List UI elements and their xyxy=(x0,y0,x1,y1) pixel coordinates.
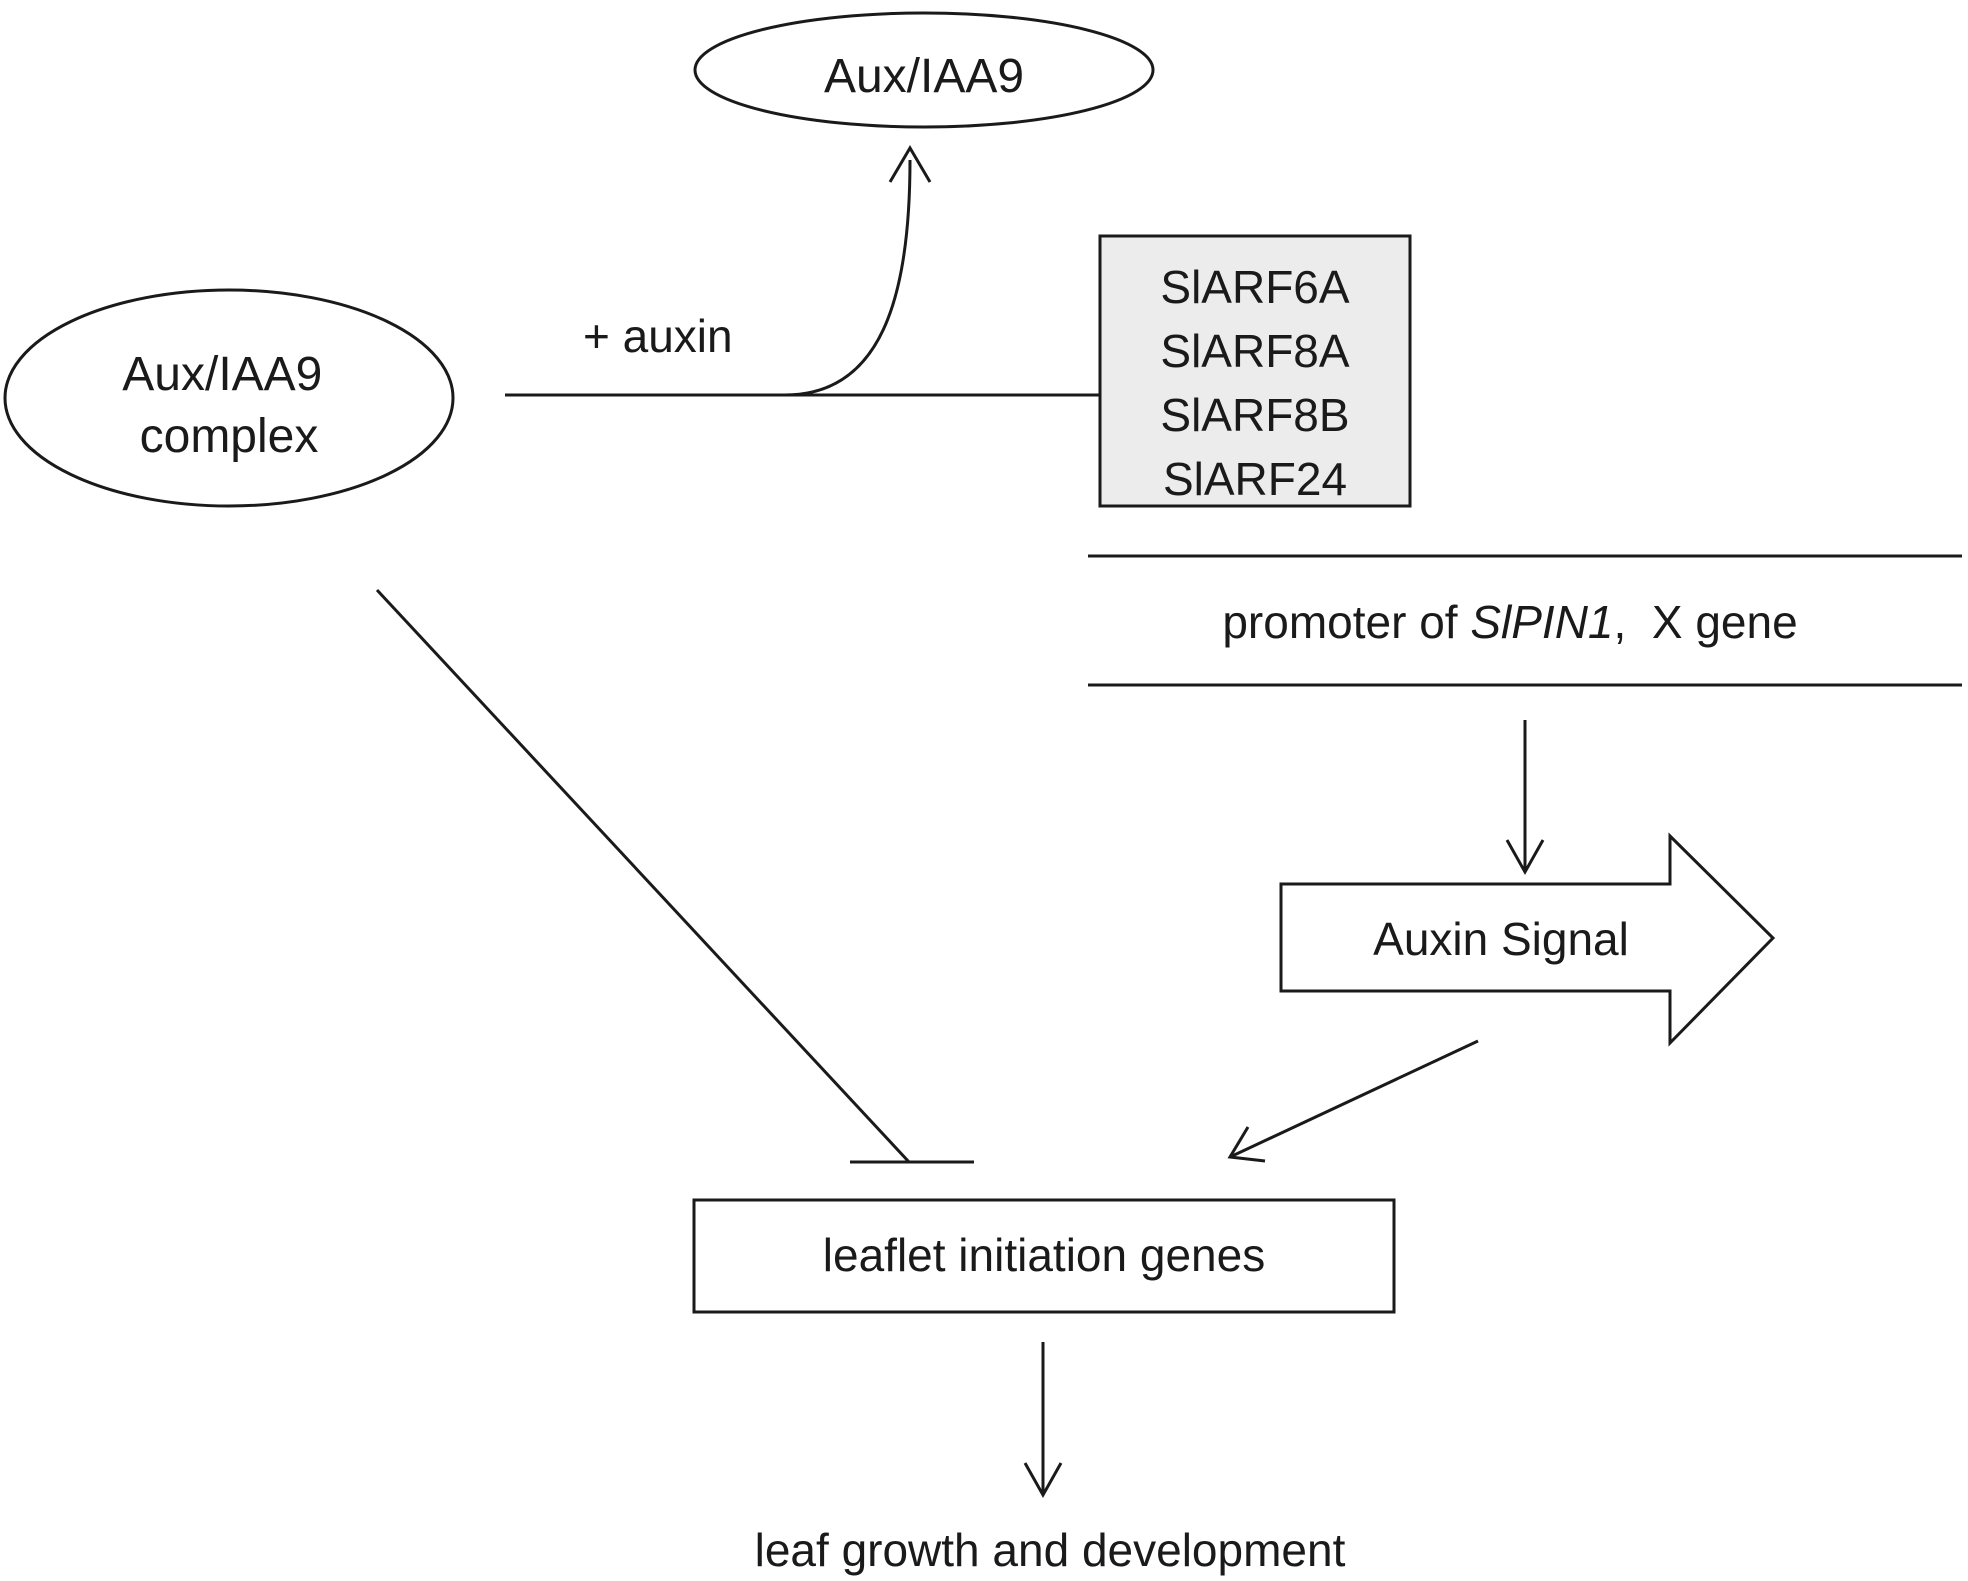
promoter-gene: SlPIN1 xyxy=(1470,596,1613,648)
signal-to-leaflet-arrowhead xyxy=(1227,1126,1266,1163)
plus-auxin-label: + auxin xyxy=(583,310,733,362)
promoter-suffix: , X gene xyxy=(1614,596,1798,648)
signal-to-leaflet-line xyxy=(1229,1039,1479,1159)
arf-gene-2: SlARF8A xyxy=(1160,325,1349,377)
auxin-signal-block-arrow xyxy=(1279,832,1776,1047)
promoter-to-signal-arrowhead xyxy=(1505,839,1545,876)
release-curve-arrow xyxy=(630,159,912,397)
arf-gene-3: SlARF8B xyxy=(1160,389,1349,441)
complex-inhibition-line xyxy=(375,588,911,1164)
leaflet-genes-box xyxy=(692,1198,1396,1314)
leaflet-genes-label: leaflet initiation genes xyxy=(823,1229,1265,1281)
arf-gene-1: SlARF6A xyxy=(1160,261,1349,313)
aux-iaa9-complex-line2: complex xyxy=(140,410,319,463)
aux-iaa9-complex-line1: Aux/IAA9 xyxy=(122,348,322,401)
arf-gene-4: SlARF24 xyxy=(1163,453,1347,505)
leaf-growth-label: leaf growth and development xyxy=(755,1524,1346,1576)
aux-iaa9-complex-label: Aux/IAA9 complex xyxy=(122,348,335,463)
release-arrowhead xyxy=(888,145,932,183)
arf-genes-box xyxy=(1098,234,1412,508)
promoter-label: promoter of SlPIN1, X gene xyxy=(1222,596,1797,648)
aux-iaa9-free-label: Aux/IAA9 xyxy=(824,50,1024,103)
aux-iaa9-free-ellipse xyxy=(693,11,1155,129)
promoter-prefix: promoter of xyxy=(1222,596,1470,648)
aux-iaa9-complex-ellipse xyxy=(3,288,455,508)
leaflet-to-growth-arrowhead xyxy=(1023,1462,1063,1499)
auxin-signal-label: Auxin Signal xyxy=(1373,913,1629,965)
